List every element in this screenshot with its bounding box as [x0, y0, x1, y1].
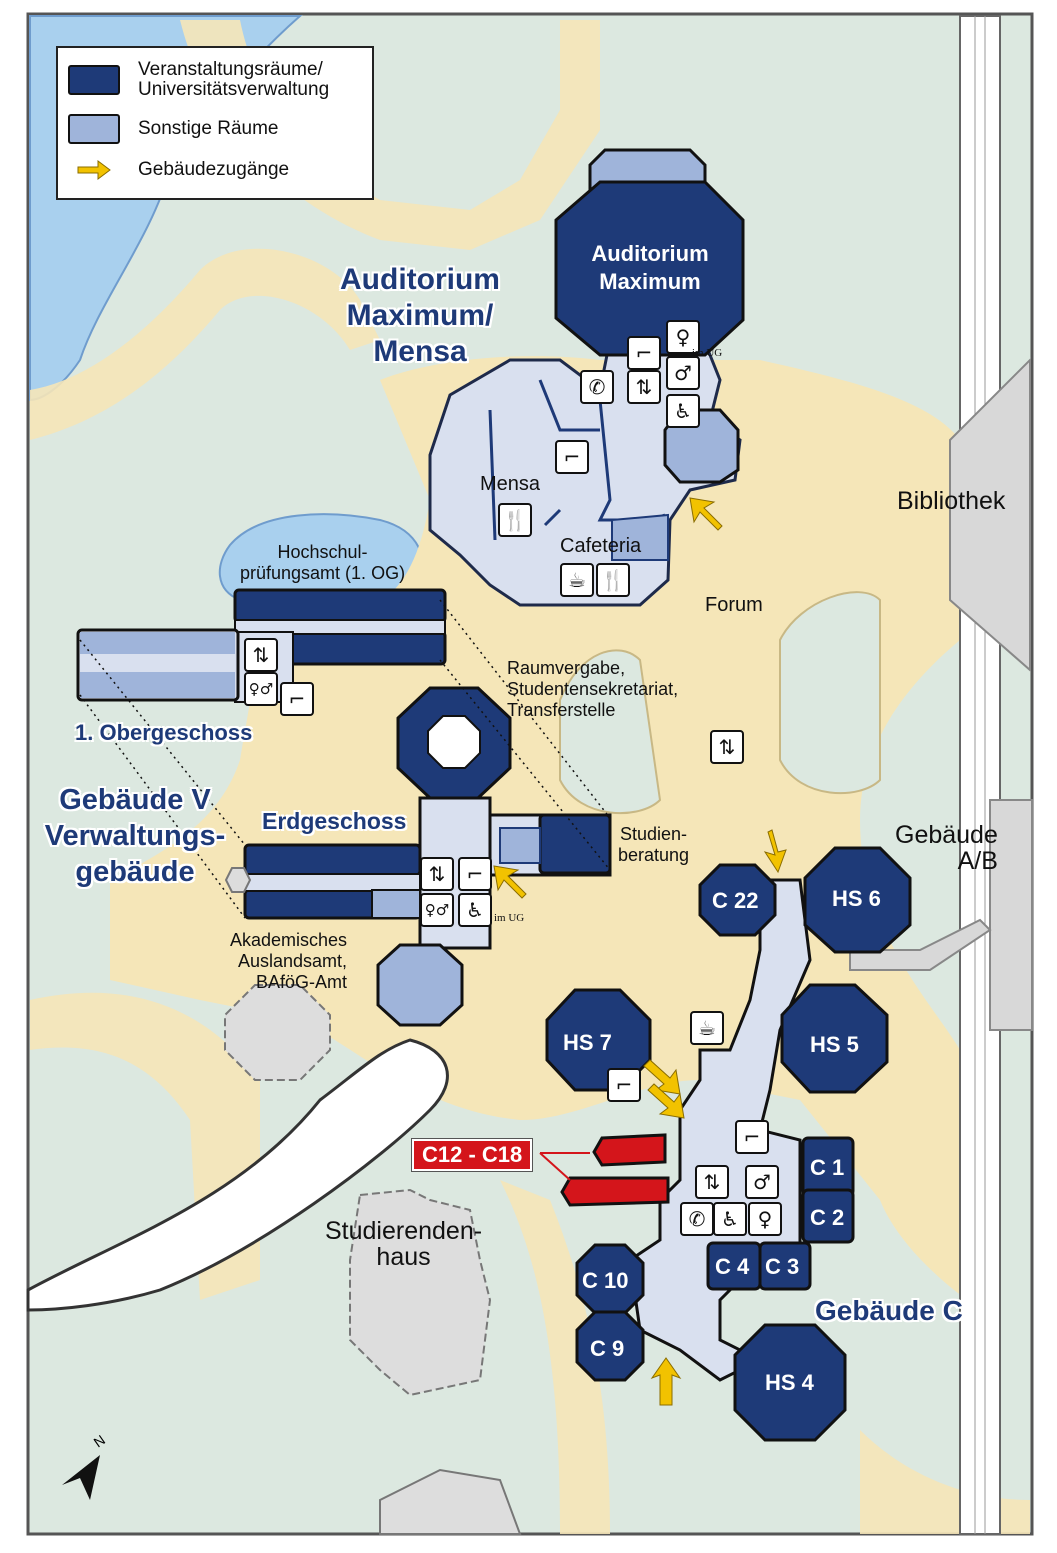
label-cafeteria: Cafeteria: [560, 535, 642, 557]
building-bibliothek: [949, 357, 1031, 673]
building-ab: [989, 799, 1033, 1031]
stairs-icon: ⌐: [735, 1120, 769, 1154]
c12-leader-2: [539, 1152, 571, 1181]
female-wc-icon: ♀: [748, 1202, 782, 1236]
accessible-wc-icon: ♿: [666, 394, 700, 428]
entrance-arrow-mensa: [689, 497, 723, 531]
legend-swatch-other-rooms: [68, 114, 120, 144]
label-gebaeude-v: Gebäude V Verwaltungs- gebäude: [44, 784, 226, 888]
cutlery-icon: 🍴: [498, 503, 532, 537]
entrance-arrow-hs7a: [643, 1059, 681, 1095]
cafeteria-room: [611, 513, 669, 561]
label-audimax-title: Auditorium Maximum/ Mensa: [340, 263, 500, 368]
label-studienberatung: Studien- beratung: [618, 824, 690, 865]
legend-entrances: Gebäudezugänge: [138, 159, 290, 180]
coffee-cup-icon: ☕: [690, 1011, 724, 1045]
elevator-icon: ⇅: [627, 370, 661, 404]
path-left: [30, 248, 380, 440]
cutlery-icon: 🍴: [596, 563, 630, 597]
mensa-side-room: [663, 408, 740, 484]
green-island-center: [559, 649, 662, 815]
elevator-icon: ⇅: [695, 1165, 729, 1199]
label-akademisches: Akademisches Auslandsamt, BAföG-Amt: [230, 930, 348, 992]
room-label-c22: C 22: [712, 888, 759, 913]
room-label-hs7: HS 7: [563, 1030, 612, 1055]
elevator-icon: ⇅: [710, 730, 744, 764]
phone-icon: ✆: [580, 370, 614, 404]
stairs-icon: ⌐: [280, 682, 314, 716]
room-tag-c12-c18: C12 - C18: [410, 1138, 534, 1172]
entrance-arrow-v: [493, 865, 527, 899]
room-label-c10: C 10: [582, 1268, 629, 1293]
room-c9: [575, 1310, 645, 1382]
map-legend: Veranstaltungsräume/ Universitätsverwalt…: [56, 46, 374, 200]
stairs-icon: ⌐: [555, 440, 589, 474]
label-raumvergabe: Raumvergabe, Studentensekretariat, Trans…: [507, 658, 679, 720]
legend-event-rooms: Veranstaltungsräume/ Universitätsverwalt…: [138, 59, 330, 100]
male-wc-icon: ♂: [745, 1165, 779, 1199]
entrance-arrow-c9: [650, 1357, 682, 1406]
female-wc-icon: ♀: [666, 320, 700, 354]
entrance-arrow-c22: [763, 829, 787, 874]
accessible-wc-icon: ♿: [713, 1202, 747, 1236]
phone-icon: ✆: [680, 1202, 714, 1236]
wc-icon: ♀♂: [420, 893, 454, 927]
stairs-icon: ⌐: [458, 857, 492, 891]
elevator-icon: ⇅: [420, 857, 454, 891]
room-hs6: [803, 846, 912, 954]
room-label-hs4: HS 4: [765, 1370, 814, 1395]
label-bibliothek: Bibliothek: [897, 487, 1006, 515]
room-label-hs6: HS 6: [832, 886, 881, 911]
entrance-arrow-hs7b: [647, 1083, 685, 1119]
label-forum: Forum: [705, 594, 763, 616]
room-label-c3: C 3: [765, 1254, 800, 1279]
room-label-c1: C 1: [810, 1155, 845, 1180]
room-c12-c18-b: [560, 1176, 670, 1207]
room-c2: [801, 1188, 855, 1244]
road-right: [959, 15, 1001, 1535]
projection-lines: [79, 599, 611, 919]
building-studierendenhaus: [349, 1188, 492, 1397]
bridge-ab: [849, 918, 992, 971]
coffee-cup-icon: ☕: [560, 563, 594, 597]
legend-swatch-event-rooms: [68, 65, 120, 95]
label-gebaeude-ab: Gebäude A/B: [895, 821, 998, 875]
entrance-arrows: [493, 497, 787, 1406]
room-c3: [758, 1241, 812, 1291]
room-hs4: [733, 1323, 847, 1442]
elevator-icon: ⇅: [244, 638, 278, 672]
mensa-inner-wall: [488, 379, 666, 541]
note-im-ug-v: im UG: [494, 912, 525, 924]
label-gebaeude-c: Gebäude C: [815, 1295, 963, 1326]
access-road: [26, 1038, 449, 1312]
label-obergeschoss: 1. Obergeschoss: [75, 720, 253, 745]
male-wc-icon: ♂: [666, 356, 700, 390]
pond-middle: [218, 513, 425, 602]
note-im-ug-audimax: im UG: [692, 347, 723, 359]
label-studierendenhaus: Studierenden- haus: [325, 1217, 483, 1271]
room-c22: [698, 863, 777, 937]
green-island-forum: [779, 591, 881, 795]
room-label-c9: C 9: [590, 1336, 625, 1361]
label-erdgeschoss: Erdgeschoss: [262, 808, 407, 834]
room-label-c2: C 2: [810, 1205, 845, 1230]
room-hs5: [780, 983, 889, 1094]
stairs-icon: ⌐: [627, 336, 661, 370]
room-label-c4: C 4: [715, 1254, 750, 1279]
label-mensa: Mensa: [480, 473, 541, 495]
wc-icon: ♀♂: [244, 672, 278, 706]
audimax-hall: [554, 180, 745, 357]
legend-other-rooms: Sonstige Räume: [138, 118, 279, 139]
legend-arrow-icon: [68, 158, 120, 182]
stairs-icon: ⌐: [607, 1068, 641, 1102]
label-audimax-hall: Auditorium Maximum: [591, 241, 709, 294]
path-bottom: [500, 1180, 610, 1534]
label-hochschul: Hochschul- prüfungsamt (1. OG): [240, 542, 406, 583]
building-bottom: [379, 1468, 522, 1535]
room-label-hs5: HS 5: [810, 1032, 859, 1057]
building-dashed-octagon: [224, 984, 331, 1081]
accessible-wc-icon: ♿: [458, 893, 492, 927]
room-c12-c18-a: [592, 1133, 667, 1167]
